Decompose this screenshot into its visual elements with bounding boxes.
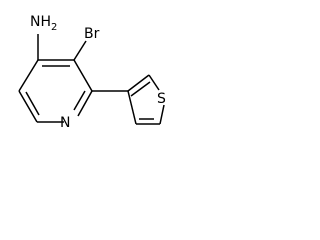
thiophene-ring: [127, 74, 165, 125]
bond-c2-n1: [77, 90, 93, 117]
chemical-structure: NH2 Br N S: [0, 0, 176, 186]
bond-t2-s1: [148, 74, 160, 91]
bond-c6-c5-double-inner: [25, 91, 40, 116]
bond-c2-n1-double-inner: [73, 90, 86, 111]
bond-t3-t2: [127, 74, 150, 92]
bond-c5-c4: [18, 59, 39, 92]
structure-drawing: NH2 Br N S: [18, 14, 166, 131]
amino-group-label: NH2: [30, 14, 57, 33]
pyridine-nitrogen-label: N: [60, 115, 70, 131]
pyridine-ring: [18, 59, 93, 123]
substituent-bonds: [37, 34, 128, 92]
bond-c3-br: [73, 40, 87, 61]
atom-labels: NH2 Br N S: [30, 14, 166, 131]
bond-t3-t2-double-inner: [130, 81, 151, 97]
thiophene-sulfur-label: S: [157, 91, 166, 107]
bromine-label: Br: [84, 26, 100, 42]
bond-t4-t3: [127, 90, 137, 125]
bond-c6-c5: [18, 90, 38, 123]
bond-s1-t5: [159, 104, 165, 125]
bond-c3-c2: [73, 59, 93, 92]
